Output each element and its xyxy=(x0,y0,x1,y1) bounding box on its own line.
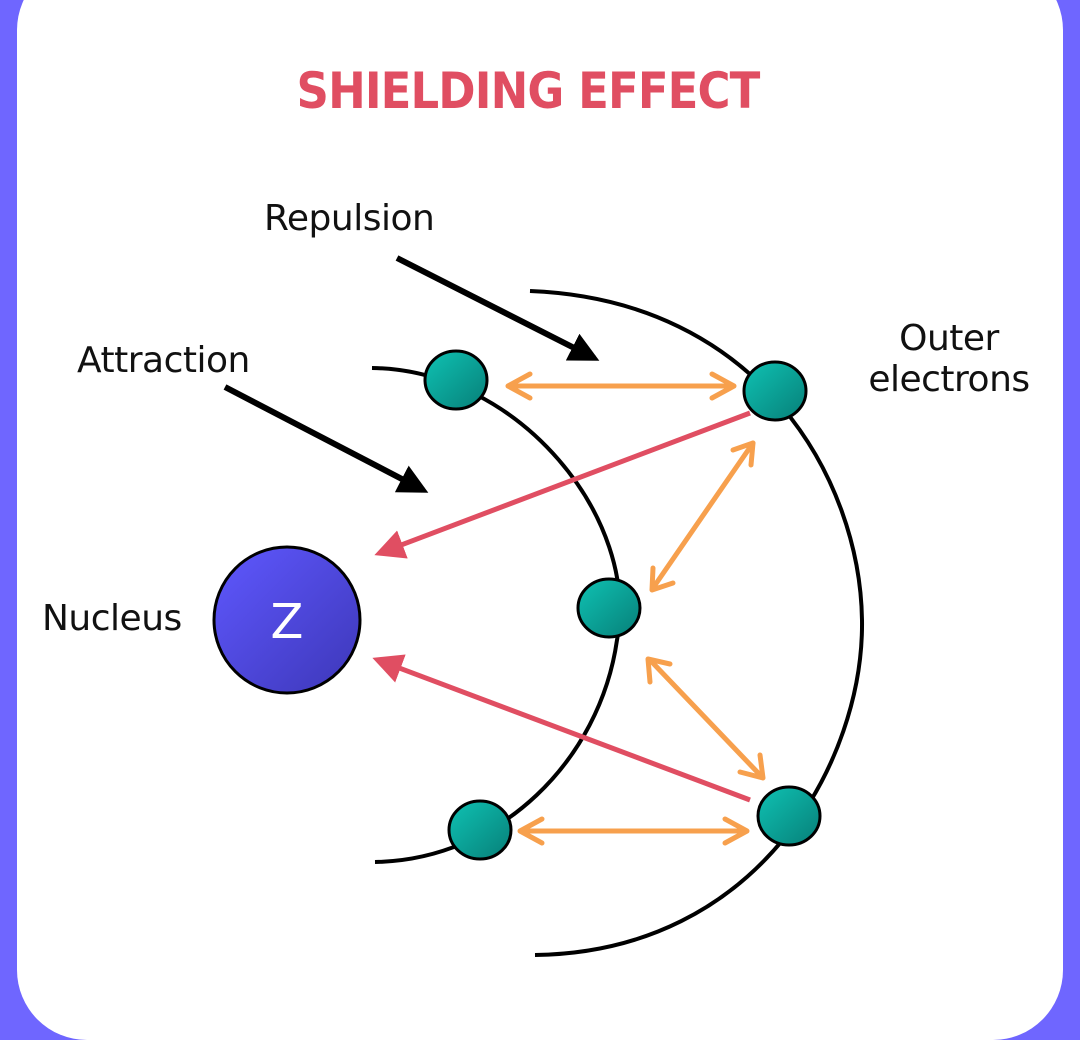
label-outer-line1: Outer xyxy=(899,318,999,359)
inner-electron-middle xyxy=(576,577,642,639)
nucleus-symbol: Z xyxy=(271,594,304,650)
outer-electron-top xyxy=(742,360,808,422)
repulsion-pointer-arrow xyxy=(395,255,600,361)
label-outer-electrons: Outer electrons xyxy=(856,318,1042,401)
label-nucleus: Nucleus xyxy=(42,598,182,639)
inner-electron-bottom xyxy=(447,799,513,861)
attraction-arrow-bottom xyxy=(372,654,751,803)
repulsion-arrow-upper-diagonal xyxy=(649,440,756,593)
label-attraction: Attraction xyxy=(77,340,250,381)
outer-orbit xyxy=(529,289,865,957)
diagram-card xyxy=(17,0,1063,1040)
label-outer-line2: electrons xyxy=(868,359,1030,401)
shielding-diagram: Z xyxy=(212,255,865,957)
nucleus: Z xyxy=(212,545,362,695)
diagram-title: SHIELDING EFFECT xyxy=(296,62,761,120)
attraction-pointer-arrow xyxy=(223,384,429,493)
repulsion-arrow-lower-diagonal xyxy=(645,656,766,781)
outer-electron-bottom xyxy=(756,785,822,847)
inner-electron-top xyxy=(423,349,489,411)
label-repulsion: Repulsion xyxy=(264,198,435,239)
repulsion-arrow-bottom xyxy=(517,816,750,846)
attraction-arrow-top xyxy=(374,410,751,559)
repulsion-arrow-top xyxy=(505,371,737,401)
